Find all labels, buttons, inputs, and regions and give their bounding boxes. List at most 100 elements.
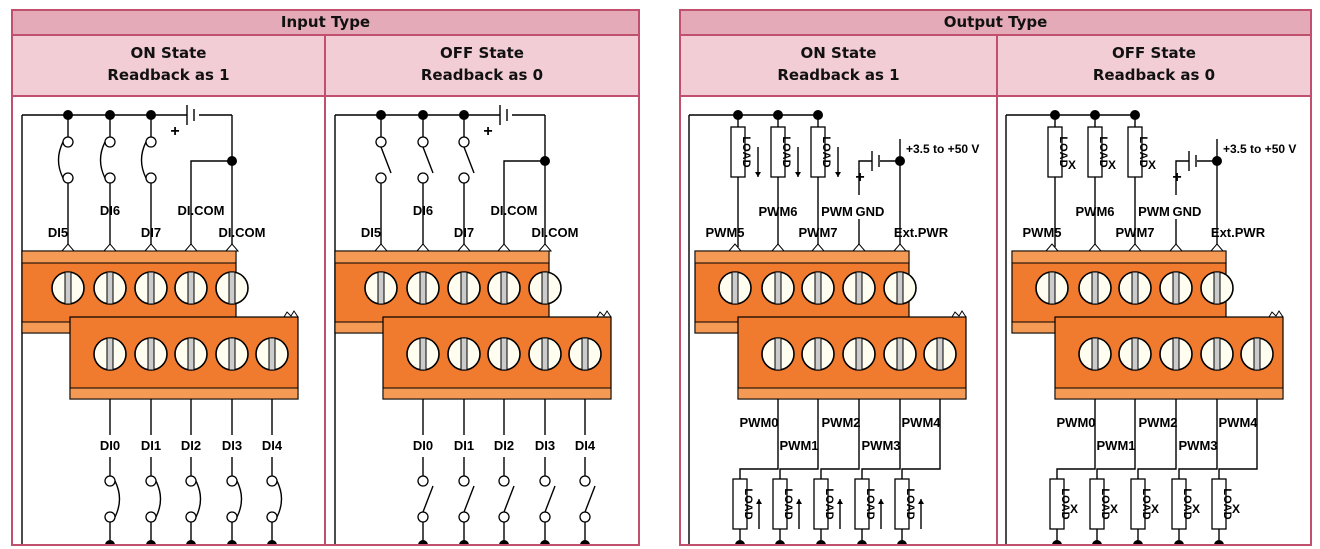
junction-dot — [227, 540, 237, 544]
switch-lever — [140, 141, 147, 179]
current-arrowhead — [837, 499, 843, 504]
screw-slot — [228, 337, 236, 371]
screw-slot — [1213, 337, 1221, 371]
terminal-label: DI0 — [413, 438, 433, 453]
junction-dot — [1092, 540, 1102, 544]
current-arrowhead — [756, 499, 762, 504]
terminal-label: DI3 — [535, 438, 555, 453]
terminal-label: Ext.PWR — [894, 225, 949, 240]
wire — [861, 439, 901, 479]
load-label: LOAD — [780, 136, 792, 167]
terminal-label: DI.COM — [219, 225, 266, 240]
input-off-state-label: OFF State — [440, 44, 524, 62]
wire — [1056, 439, 1096, 479]
switch-contact — [104, 172, 116, 184]
wire — [820, 439, 860, 479]
terminal-label: DI1 — [141, 438, 161, 453]
terminal-label: PWM7 — [799, 225, 838, 240]
terminal-label: PWM6 — [1076, 204, 1115, 219]
switch-lever — [99, 141, 106, 179]
switch-contact — [185, 511, 197, 523]
switch-contact — [266, 511, 278, 523]
voltage-label: +3.5 to +50 V — [1223, 142, 1296, 156]
current-arrowhead — [755, 172, 761, 177]
input-type-title: Input Type — [13, 11, 638, 36]
current-arrowhead — [795, 172, 801, 177]
switch-contact — [226, 511, 238, 523]
terminal-label: PWM4 — [1219, 415, 1259, 430]
switch-lever — [544, 485, 556, 513]
wire — [901, 439, 941, 479]
load-label: LOAD — [740, 136, 752, 167]
screw-slot — [228, 271, 236, 305]
terminal-label: DI.COM — [491, 203, 538, 218]
junction-dot — [735, 540, 745, 544]
junction-dot — [775, 540, 785, 544]
load-label: LOAD — [1221, 488, 1233, 519]
screw-slot — [147, 271, 155, 305]
terminal-label: DI0 — [100, 438, 120, 453]
terminal-label: PWM4 — [902, 415, 942, 430]
terminal-label: Ext.PWR — [1211, 225, 1266, 240]
input-on-readback-label: Readback as 1 — [107, 66, 230, 84]
terminal-label: DI6 — [413, 203, 433, 218]
input-type-panel: Input Type ON State Readback as 1 OFF St… — [11, 9, 640, 546]
switch-contact — [458, 136, 470, 148]
switch-contact — [539, 511, 551, 523]
junction-dot — [499, 540, 509, 544]
terminal-label: PWM1 — [1097, 438, 1136, 453]
battery-plus-sign: + — [483, 123, 492, 140]
junction-dot — [816, 540, 826, 544]
junction-dot — [1133, 540, 1143, 544]
switch-lever — [422, 485, 434, 513]
switch-contact — [498, 475, 510, 487]
terminal-label: DI7 — [454, 225, 474, 240]
switch-lever — [236, 480, 243, 518]
voltage-label: +3.5 to +50 V — [906, 142, 979, 156]
terminal-label: PWM — [1138, 204, 1170, 219]
battery-plus-sign: + — [855, 169, 864, 186]
load-label: LOAD — [1059, 488, 1071, 519]
switch-contact — [417, 511, 429, 523]
pin-notch — [456, 243, 472, 252]
no-current-mark: X — [1108, 158, 1116, 172]
screw-slot — [64, 271, 72, 305]
screw-slot — [581, 337, 589, 371]
wire — [1218, 439, 1258, 479]
terminal-label: PWM5 — [1023, 225, 1062, 240]
junction-dot — [1174, 540, 1184, 544]
output-off-readback-label: Readback as 0 — [1092, 66, 1216, 84]
input-off-state-header: OFF State Readback as 0 — [326, 36, 638, 97]
screw-slot — [187, 271, 195, 305]
switch-lever — [155, 480, 162, 518]
load-label: LOAD — [1181, 488, 1193, 519]
terminal-label: DI2 — [181, 438, 201, 453]
wire — [503, 160, 545, 247]
no-current-mark: X — [1232, 502, 1240, 516]
switch-contact — [539, 475, 551, 487]
load-label: LOAD — [1097, 136, 1109, 167]
pin-notch — [1087, 243, 1103, 252]
connector-notch — [283, 310, 299, 318]
terminal-label: DI4 — [262, 438, 283, 453]
switch-contact — [104, 475, 116, 487]
terminal-label: GND — [856, 204, 885, 219]
switch-contact — [145, 511, 157, 523]
screw-slot — [419, 337, 427, 371]
screw-slot — [541, 337, 549, 371]
switch-contact — [104, 136, 116, 148]
output-type-panel: Output Type ON State Readback as 1 OFF S… — [679, 9, 1312, 546]
terminal-label: GND — [1173, 204, 1202, 219]
terminal-label: DI2 — [494, 438, 514, 453]
pin-notch — [727, 243, 743, 252]
switch-contact — [417, 475, 429, 487]
switch-contact — [226, 475, 238, 487]
screw-slot — [419, 271, 427, 305]
switch-contact — [145, 172, 157, 184]
screw-slot — [855, 337, 863, 371]
switch-contact — [579, 475, 591, 487]
switch-contact — [104, 511, 116, 523]
screw-slot — [500, 271, 508, 305]
screw-slot — [541, 271, 549, 305]
